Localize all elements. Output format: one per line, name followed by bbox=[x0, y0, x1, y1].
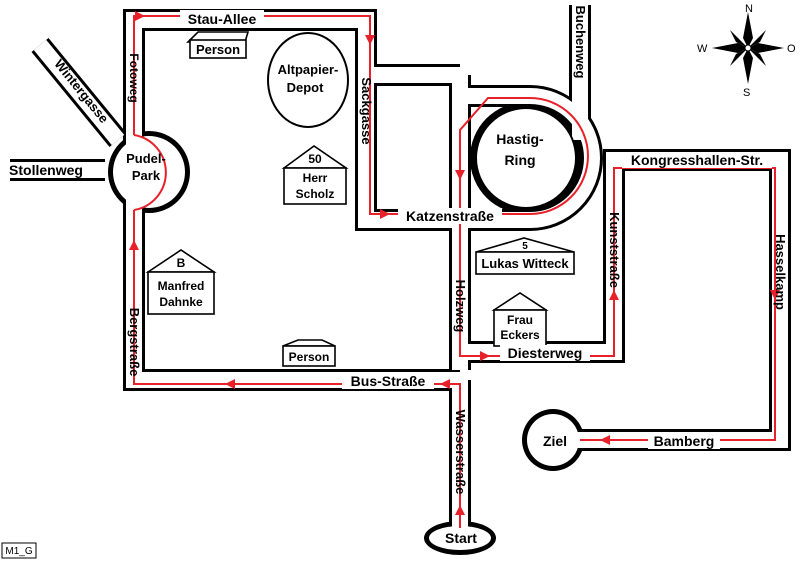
street-label-buchenweg: Buchenweg bbox=[573, 6, 588, 79]
route-arrow bbox=[225, 379, 235, 389]
street-label-kongresshallen-str: Kongresshallen-Str. bbox=[631, 152, 763, 168]
start-label: Start bbox=[445, 530, 477, 546]
route-arrow bbox=[129, 240, 139, 250]
route-arrow bbox=[440, 379, 450, 389]
pudel-park-label: Park bbox=[132, 168, 161, 183]
street-label-bamberg: Bamberg bbox=[654, 433, 715, 449]
street-label-stau-allee: Stau-Allee bbox=[188, 11, 257, 27]
place-labels: Pudel- Park Altpapier- Depot Hastig- Rin… bbox=[126, 62, 567, 546]
compass-north: N bbox=[745, 3, 753, 15]
house-label: Person bbox=[289, 350, 330, 364]
house-lukas-witteck: 5 Lukas Witteck bbox=[475, 237, 575, 275]
street-label-hasselkamp: Hasselkamp bbox=[773, 234, 788, 310]
ziel-label: Ziel bbox=[543, 433, 567, 449]
route-arrow bbox=[770, 290, 780, 300]
street-label-holzweg: Holzweg bbox=[453, 280, 468, 333]
street-label-bergstrasse: Bergstraße bbox=[127, 308, 142, 377]
route-arrow bbox=[135, 11, 145, 21]
compass-east: O bbox=[787, 43, 796, 55]
map-id-label: M1_G bbox=[5, 546, 32, 557]
street-label-diesterweg: Diesterweg bbox=[508, 345, 583, 361]
street-label-wintergasse: Wintergasse bbox=[51, 56, 111, 125]
house-label: Eckers bbox=[500, 328, 540, 342]
map-id-tag: M1_G bbox=[1, 542, 37, 559]
street-label-kunststrasse: Kunststraße bbox=[607, 212, 622, 288]
altpapier-depot-label: Altpapier- bbox=[278, 62, 339, 77]
street-label-stollenweg: Stollenweg bbox=[9, 162, 83, 178]
route-arrow bbox=[600, 435, 610, 445]
house-herr-scholz: 50 Herr Scholz bbox=[281, 145, 349, 205]
street-label-katzenstrasse: Katzenstraße bbox=[406, 208, 494, 224]
house-label: Lukas Witteck bbox=[481, 256, 569, 271]
house-letter: B bbox=[177, 256, 186, 270]
pudel-park-area bbox=[113, 136, 185, 208]
compass-south: S bbox=[743, 87, 750, 99]
house-label: Scholz bbox=[296, 187, 335, 201]
compass-west: W bbox=[697, 43, 708, 55]
house-person-top: Person bbox=[186, 31, 250, 59]
house-number: 50 bbox=[308, 152, 322, 166]
house-label: Manfred bbox=[158, 279, 205, 293]
route-arrow bbox=[455, 170, 465, 180]
route-arrow bbox=[365, 35, 375, 45]
house-label: Frau bbox=[507, 313, 533, 327]
street-label-fotoweg: Fotoweg bbox=[127, 53, 141, 102]
street-label-sackgasse: Sackgasse bbox=[359, 77, 374, 144]
street-label-wasserstrasse: Wasserstraße bbox=[453, 410, 468, 495]
pudel-park-label: Pudel- bbox=[126, 151, 166, 166]
red-route bbox=[129, 11, 780, 528]
house-label: Dahnke bbox=[159, 295, 203, 309]
ziel-area bbox=[527, 414, 579, 466]
route-arrow bbox=[380, 209, 390, 219]
house-label: Person bbox=[196, 42, 240, 57]
house-frau-eckers: Frau Eckers bbox=[491, 292, 549, 347]
house-person-bottom: Person bbox=[282, 339, 336, 367]
altpapier-depot-label: Depot bbox=[287, 80, 325, 95]
compass-rose-icon: N S W O bbox=[697, 3, 796, 99]
road-network bbox=[10, 5, 791, 555]
route-arrow bbox=[455, 505, 465, 515]
altpapier-depot-shape bbox=[267, 32, 349, 128]
hastig-ring-label: Ring bbox=[504, 152, 535, 168]
route-arrow bbox=[609, 290, 619, 300]
hastig-ring-center bbox=[477, 109, 575, 207]
house-number: 5 bbox=[522, 241, 528, 252]
house-label: Herr bbox=[303, 171, 328, 185]
route-arrow bbox=[480, 351, 490, 361]
house-manfred-dahnke: B Manfred Dahnke bbox=[145, 249, 217, 315]
start-area bbox=[429, 526, 491, 550]
road-borders bbox=[10, 5, 791, 530]
street-label-bus-strasse: Bus-Straße bbox=[351, 373, 426, 389]
hastig-ring-label: Hastig- bbox=[496, 131, 544, 147]
